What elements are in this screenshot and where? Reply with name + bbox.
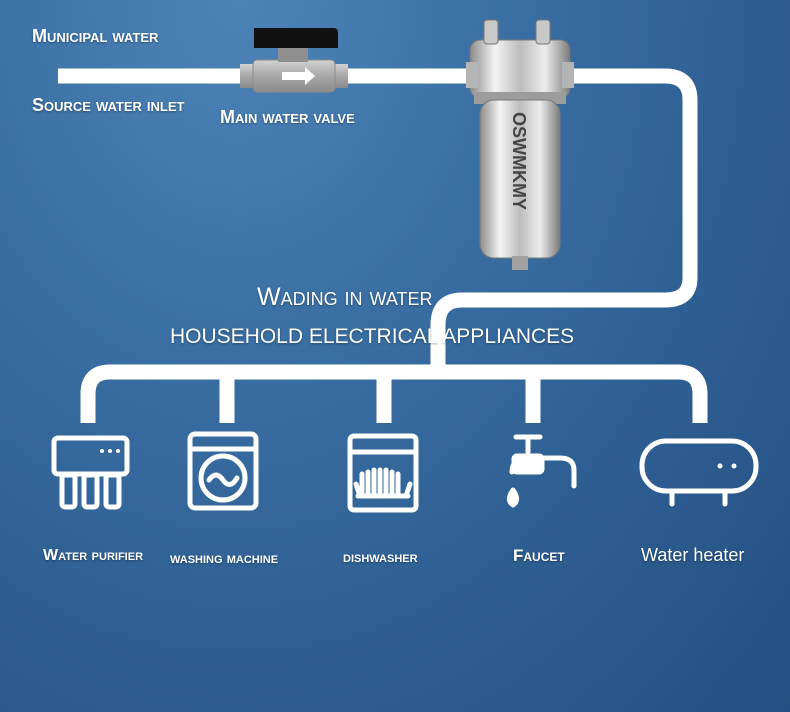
faucet-label: Faucet: [513, 546, 565, 565]
pipe-network: [58, 68, 708, 423]
inlet-pipe: [58, 68, 698, 368]
main-valve-icon: [240, 28, 348, 93]
water-purifier-label: Water purifier: [43, 547, 144, 564]
source-water-inlet-label: Source water inlet: [32, 95, 185, 115]
water-heater-icon: [639, 438, 759, 507]
water-heater-label: Water heater: [641, 545, 745, 565]
washing-machine-icon: [187, 431, 259, 511]
stainless-filter-icon: [466, 19, 574, 270]
water-purifier-icon: [51, 435, 130, 510]
wading-in-water-label: Wading in water: [257, 283, 433, 311]
household-appliances-label: HOUSEHOLD ELECTRICAL APPLIANCES: [170, 325, 575, 348]
main-water-valve-label: Main water valve: [220, 107, 355, 127]
washing-machine-label: washing machine: [170, 550, 279, 567]
dishwasher-label: dishwasher: [343, 549, 418, 566]
faucet-icon: [507, 434, 577, 508]
municipal-water-label: Municipal water: [32, 26, 159, 46]
filter-brand-text: OSWMKMY: [509, 112, 529, 210]
distribution-manifold: [80, 364, 708, 423]
dishwasher-icon: [347, 433, 419, 513]
